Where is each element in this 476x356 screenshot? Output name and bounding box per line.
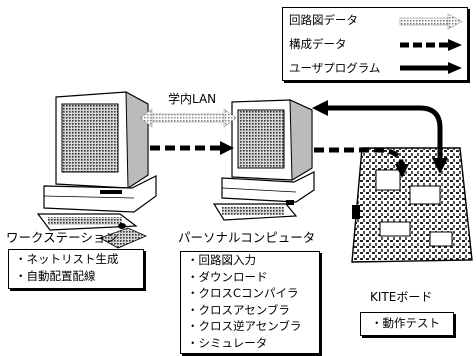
kite-function-box: ・動作テスト — [360, 312, 454, 336]
legend-dotted-arrow — [399, 13, 463, 30]
pc-icon — [212, 99, 315, 221]
legend-box: 回路図データ 構成データ ユーザプログラム — [282, 7, 468, 81]
kite-label: KITEボード — [370, 290, 433, 304]
legend-label-program: ユーザプログラム — [289, 61, 381, 75]
workstation-function-box: ・ネットリスト生成 ・自動配置配線 — [8, 249, 144, 289]
pc-function-item: ・クロスCコンパイラ — [187, 286, 299, 300]
kite-board-icon — [351, 147, 473, 263]
workstation-function-item: ・自動配置配線 — [15, 269, 96, 283]
pc-function-item: ・クロスアセンブラ — [187, 302, 290, 317]
workstation-icon — [36, 91, 157, 249]
lan-arrow — [139, 108, 237, 128]
legend-label-config: 構成データ — [289, 37, 347, 51]
config-data-arrow-ws-to-pc — [150, 141, 234, 155]
lan-label: 学内LAN — [168, 92, 217, 106]
user-program-arrow — [312, 100, 448, 174]
pc-function-box: ・回路図入力 ・ダウンロード ・クロスCコンパイラ ・クロスアセンブラ ・クロス… — [180, 251, 320, 354]
pc-function-item: ・シミュレータ — [187, 335, 268, 350]
pc-label: パーソナルコンピュータ — [178, 230, 316, 245]
pc-function-item: ・回路図入力 — [187, 253, 256, 267]
legend-solid-arrow — [400, 62, 462, 74]
config-data-arrow-pc-to-kite — [314, 147, 409, 178]
workstation-function-item: ・ネットリスト生成 — [15, 252, 119, 266]
legend-dashed-arrow — [400, 39, 462, 51]
pc-function-item: ・ダウンロード — [187, 269, 268, 284]
legend-label-circuit: 回路図データ — [289, 13, 358, 27]
legend-swatches — [399, 13, 463, 74]
pc-function-item: ・クロス逆アセンブラ — [187, 319, 302, 333]
kite-function-item: ・動作テスト — [371, 316, 440, 330]
workstation-label: ワークステーション — [6, 230, 118, 245]
